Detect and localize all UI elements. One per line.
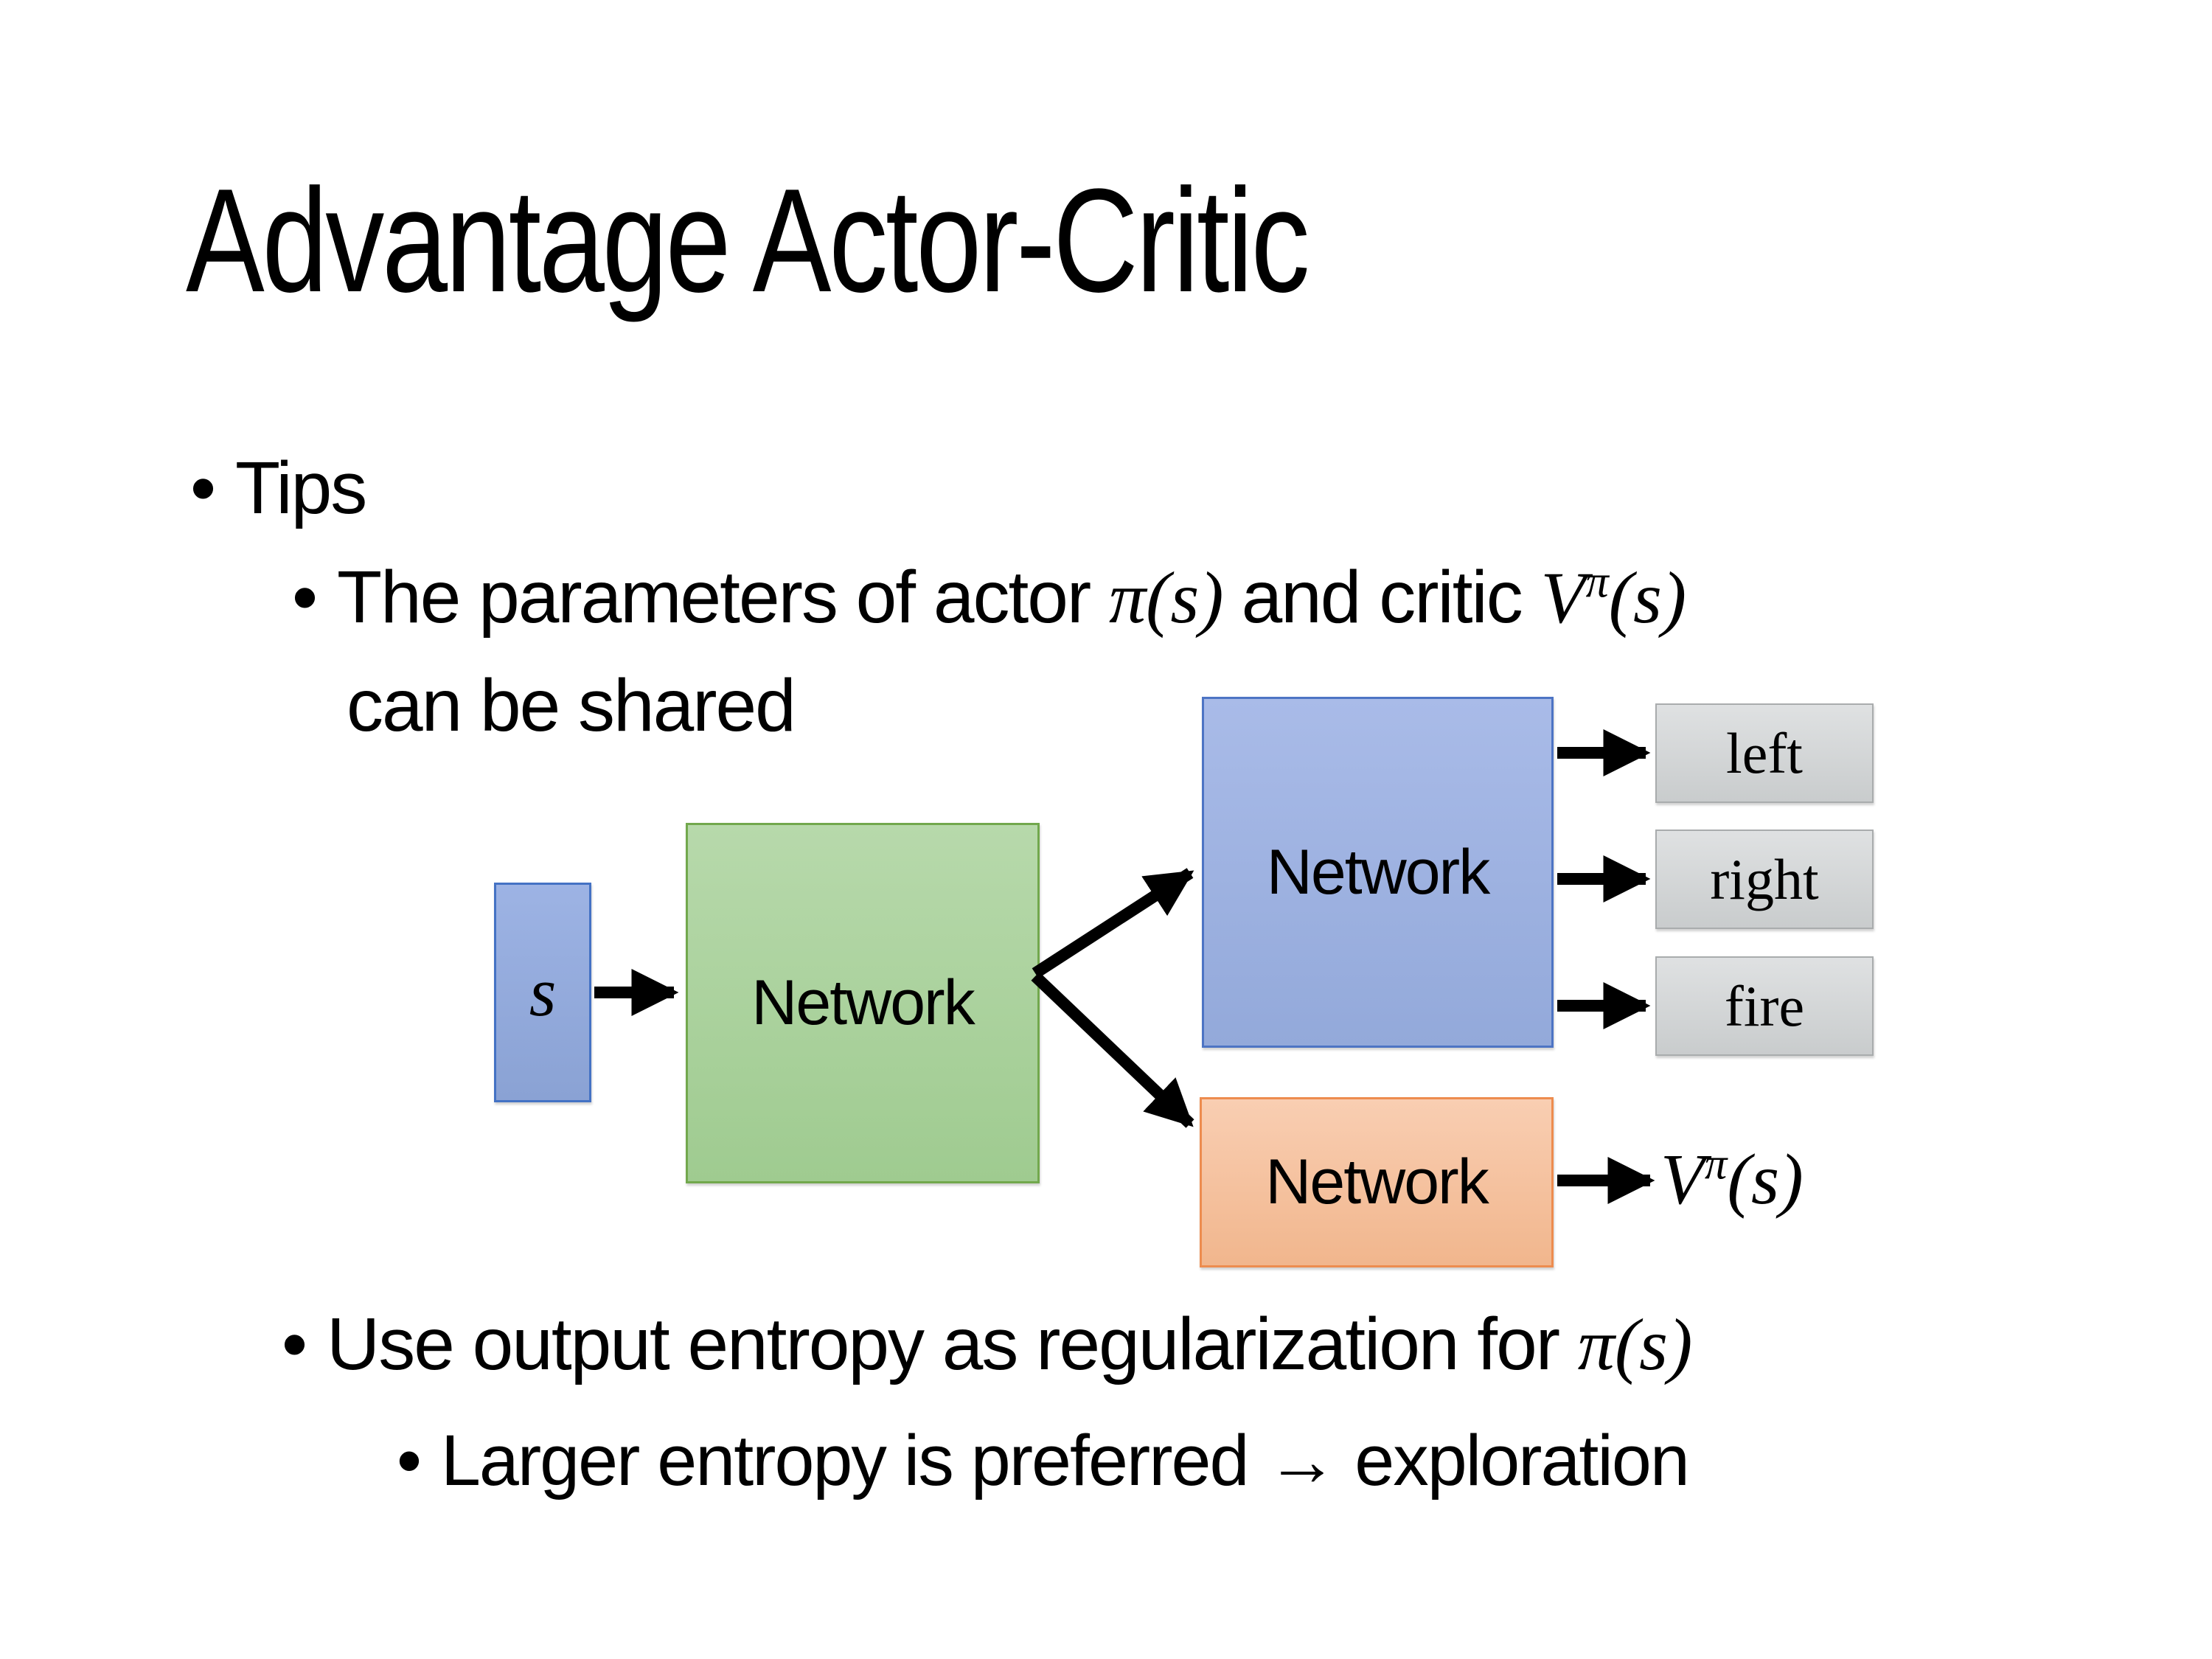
shared-network-label: Network	[751, 967, 975, 1038]
page-title: Advantage Actor-Critic	[186, 159, 1310, 323]
bullet-tips: •Tips	[190, 447, 367, 529]
critic-value-sup: π	[1585, 557, 1609, 608]
critic-network-label: Network	[1265, 1147, 1489, 1217]
bullet-shared-params-line2: can be shared	[347, 669, 796, 742]
entropy-policy-math: π(s)	[1577, 1304, 1693, 1385]
shared-network-box: Network	[686, 823, 1040, 1183]
critic-value-args: (s)	[1608, 557, 1687, 639]
actor-policy-math: π(s)	[1108, 557, 1224, 639]
value-v: V	[1660, 1140, 1705, 1220]
actor-network-label: Network	[1266, 836, 1490, 908]
action-label-left: left	[1726, 720, 1803, 785]
value-sup: π	[1704, 1139, 1728, 1189]
value-args: (s)	[1727, 1140, 1804, 1220]
bullet-shared-params-line1: •The parameters of actor π(s)and critic …	[292, 560, 1686, 635]
bullet-icon: •	[292, 556, 318, 639]
entropy-text1: Use output entropy as regularization for	[327, 1303, 1578, 1385]
shared-params-line2: can be shared	[347, 664, 796, 747]
action-label-fire: fire	[1724, 973, 1805, 1038]
bullet-icon: •	[190, 447, 216, 529]
shared-params-text2: and critic	[1241, 556, 1541, 639]
critic-value-v: V	[1540, 557, 1586, 639]
action-box-fire: fire	[1655, 956, 1874, 1056]
arrow-shared-to-critic	[1031, 972, 1194, 1128]
state-label: s	[529, 954, 557, 1031]
exploration-label: Larger entropy is preferred → exploratio…	[440, 1420, 1690, 1500]
arrow-shared-to-actor	[1032, 868, 1194, 978]
value-output-label: Vπ(s)	[1660, 1137, 1804, 1221]
bullet-icon: •	[282, 1303, 307, 1385]
state-box: s	[494, 883, 591, 1102]
bullet-icon: •	[397, 1420, 422, 1500]
tips-label: Tips	[235, 447, 367, 529]
shared-params-text1: The parameters of actor	[337, 556, 1109, 639]
actor-network-box: Network	[1202, 697, 1554, 1048]
critic-network-box: Network	[1200, 1097, 1554, 1267]
action-box-left: left	[1655, 703, 1874, 803]
action-label-right: right	[1710, 846, 1819, 911]
action-box-right: right	[1655, 830, 1874, 929]
bullet-entropy: •Use output entropy as regularization fo…	[282, 1307, 1692, 1382]
bullet-exploration: •Larger entropy is preferred → explorati…	[397, 1420, 1690, 1500]
